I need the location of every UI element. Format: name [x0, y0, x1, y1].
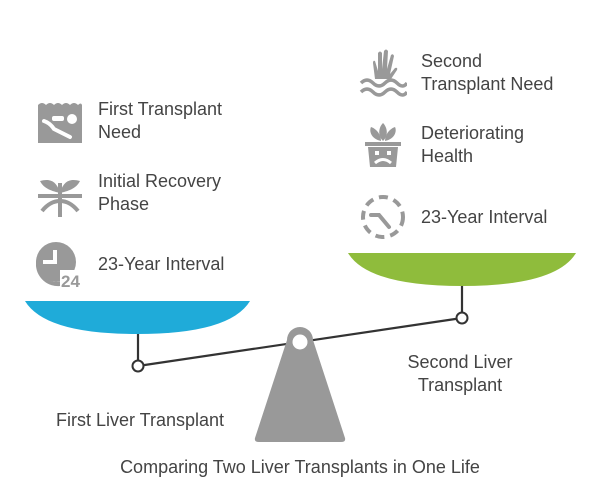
fulcrum-pin [292, 334, 308, 350]
item-label-line1: Second [421, 51, 483, 71]
item-label-line1: 23-Year Interval [98, 253, 225, 274]
sprout-roots-icon [38, 180, 82, 217]
caption-line2: Transplant [417, 375, 503, 395]
caption-line1: Second Liver [407, 352, 513, 372]
item-label-line2: Phase [98, 194, 150, 214]
list-item-23-year-interval-left: 24 23-Year Interval [36, 240, 224, 288]
left-pan-caption: First Liver Transplant [55, 410, 225, 430]
fulcrum [254, 327, 346, 442]
hand-in-water-icon [359, 49, 407, 97]
item-label-line2: Need [98, 122, 142, 142]
clock-24-icon: 24 [36, 242, 84, 288]
item-label-line1: 23-Year Interval [421, 206, 548, 227]
item-label-line1: Deteriorating [421, 123, 525, 143]
item-label-line1: Initial Recovery [98, 171, 222, 191]
drowning-swimmer-icon [38, 103, 82, 143]
sad-plant-pot-icon [365, 123, 401, 167]
dashed-clock-icon [361, 195, 405, 239]
right-pivot [455, 311, 469, 325]
item-label-line2: Health [421, 146, 474, 166]
right-pan [348, 253, 576, 286]
list-item-23-year-interval-right: 23-Year Interval [359, 193, 547, 241]
diagram-title: Comparing Two Liver Transplants in One L… [120, 457, 480, 477]
svg-text:24: 24 [61, 272, 80, 288]
item-label-line2: Transplant Need [421, 74, 554, 94]
item-label-line1: First Transplant [98, 99, 223, 119]
left-pan [25, 301, 250, 334]
left-pivot [131, 359, 145, 373]
right-pan-caption: Second Liver Transplant [380, 351, 540, 397]
